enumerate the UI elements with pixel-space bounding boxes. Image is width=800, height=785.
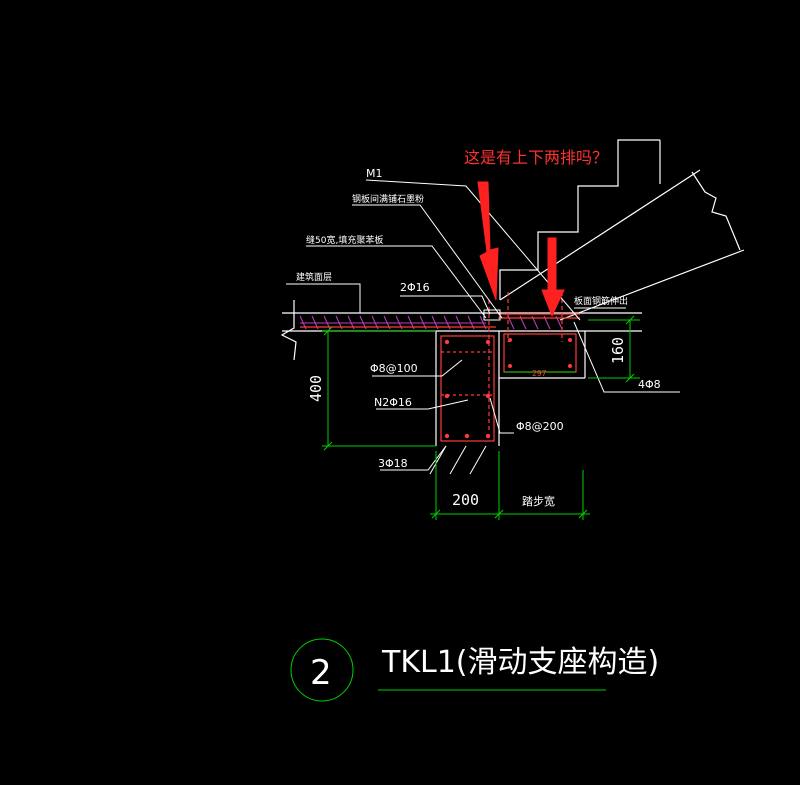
- dim-beam-height: 400: [307, 375, 325, 402]
- detail-number: 2: [310, 653, 332, 693]
- label-steel-plate-graphite: 钢板间满铺石墨粉: [352, 193, 424, 205]
- question-annotation: 这是有上下两排吗？: [464, 148, 608, 167]
- label-stirrup-ledge: Φ8@200: [516, 420, 564, 433]
- label-bottom-bars: 3Φ18: [378, 457, 408, 470]
- label-joint-fill: 缝50宽,填充聚苯板: [306, 234, 383, 246]
- stair-outline: [280, 139, 745, 446]
- rebar-cages: [300, 292, 580, 442]
- rebar-dots: [444, 338, 572, 439]
- dim-inner: 297: [532, 369, 547, 378]
- label-m1: M1: [366, 167, 383, 180]
- dimension-lines: [290, 315, 640, 702]
- detail-title: TKL1(滑动支座构造): [381, 645, 659, 680]
- dim-beam-width: 200: [452, 491, 479, 509]
- leader-lines: [286, 179, 680, 475]
- arrow-left-icon: [477, 181, 499, 301]
- label-stirrup-main: Φ8@100: [370, 362, 418, 375]
- label-building-surface: 建筑面层: [296, 271, 332, 283]
- label-plate-embed: 板面钢筋伸出: [574, 295, 628, 307]
- label-side-bars: N2Φ16: [374, 396, 412, 409]
- label-top-bars: 2Φ16: [400, 281, 430, 294]
- annotation-arrows: [477, 181, 565, 318]
- arrow-right-icon: [541, 237, 565, 318]
- dim-step-width: 踏步宽: [522, 494, 555, 508]
- dim-slab-thickness: 160: [609, 337, 627, 364]
- label-ledge-bars: 4Φ8: [638, 378, 661, 391]
